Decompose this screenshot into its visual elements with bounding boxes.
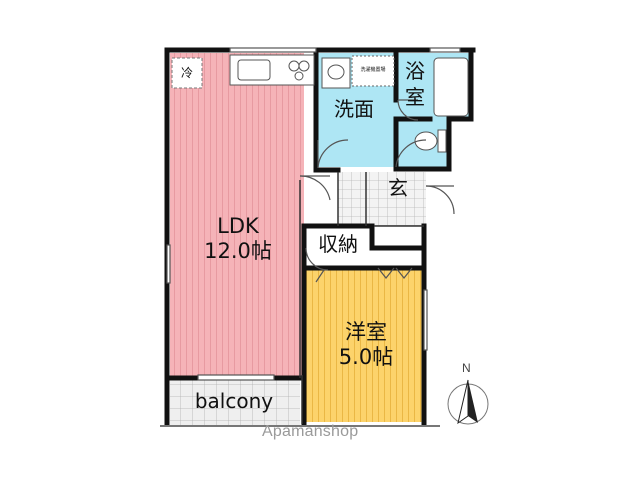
balcony-floor: [170, 380, 300, 426]
entrance-label: 玄: [388, 176, 408, 200]
compass-north-label: N: [462, 361, 471, 375]
washroom-basin: [327, 64, 345, 80]
western-room-name: 洋室: [345, 320, 387, 344]
fridge-label: 冷: [180, 66, 193, 80]
entrance-floor: [338, 172, 426, 226]
toilet-tank: [437, 129, 447, 153]
washer-space: [351, 55, 395, 87]
ldk-area: 12.0帖: [204, 239, 272, 263]
thin-walls: [299, 172, 367, 424]
stove: [288, 60, 310, 81]
fridge: [171, 57, 203, 89]
watermark: Apamanshop: [262, 423, 359, 440]
storage-floor: [304, 226, 374, 266]
western-room-floor: [304, 266, 424, 422]
storage-label: 収納: [318, 232, 358, 256]
ldk-label: LDK 12.0帖: [190, 214, 286, 264]
western-room-area: 5.0帖: [338, 345, 394, 369]
washroom-label: 洗面: [334, 97, 374, 121]
ldk-name: LDK: [217, 214, 259, 238]
kitchen-sink: [237, 59, 271, 81]
bathtub: [433, 57, 469, 117]
closet-floor: [374, 246, 424, 266]
doors: [299, 99, 455, 283]
compass: [447, 379, 489, 425]
ldk-floor: [170, 53, 304, 377]
washer-label: 洗濯機置場: [360, 67, 386, 73]
toilet-bowl: [414, 131, 438, 151]
western-room-label: 洋室 5.0帖: [318, 320, 414, 370]
bathroom-label: 浴室: [398, 58, 432, 110]
bathroom-name: 浴室: [405, 59, 425, 109]
balcony-label: balcony: [194, 389, 274, 413]
ldk-floor-ext: [300, 195, 304, 225]
windows: [166, 47, 461, 381]
